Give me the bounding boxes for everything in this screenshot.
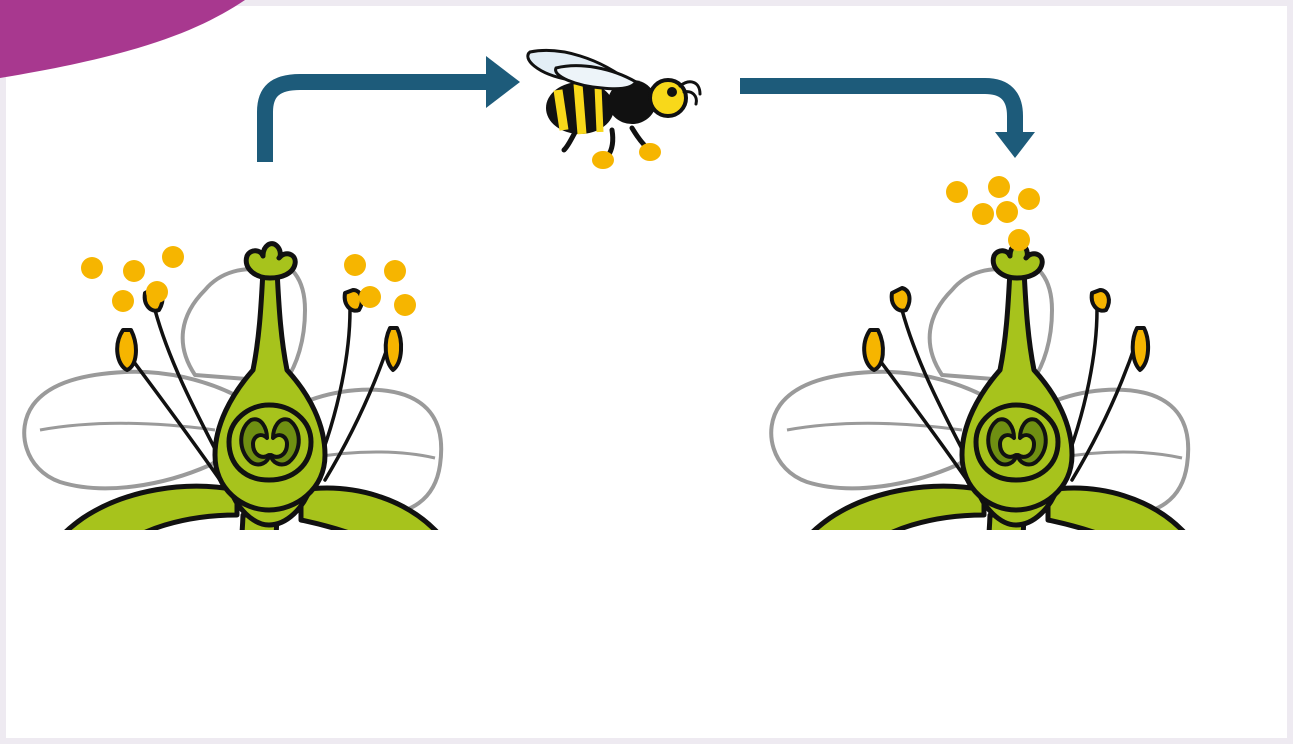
pollen-grain (639, 143, 661, 161)
pollen-grain (592, 151, 614, 169)
